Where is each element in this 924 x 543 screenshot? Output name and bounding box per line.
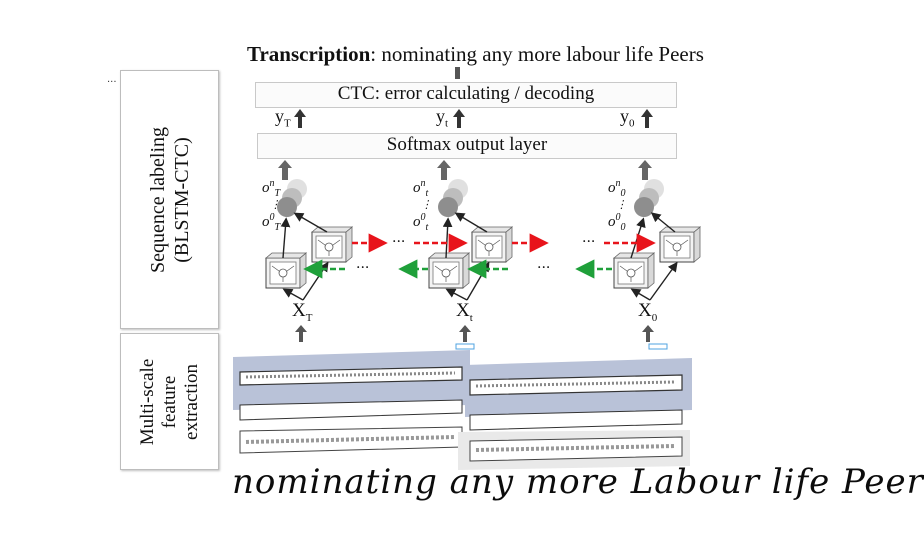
o-label-0-top-sup: n [615,178,621,189]
o-label-t-top-sub: t [425,188,429,199]
x-label-0-sub: 0 [651,311,658,324]
transcription-title-text: : nominating any more labour life Peers [370,42,704,66]
x-label-T-base: X [292,300,306,321]
ellipsis-1: ... [392,230,406,246]
forward-cell-T [311,226,353,263]
top-gray-arrow [455,67,460,79]
softmax-box: Softmax output layer [257,133,677,159]
corner-dots: ... [107,74,117,85]
o-label-T-bottom: o [262,214,270,230]
x-label-t-sub: t [469,311,473,324]
o-label-0-bottom: o [608,214,616,230]
x-label-t-base: X [456,300,470,321]
y-label-t-sub: t [445,117,449,130]
x-label-T-sub: T [305,311,313,324]
o-label-T-top: o [262,180,270,196]
o-label-T-bottom-sup: 0 [269,212,275,223]
y-label-T-sub: T [284,117,291,130]
o-label-0-bottom-sub: 0 [620,222,626,233]
o-label-t-bottom-sup: 0 [420,212,426,223]
sequence-labeling-box: Sequence labeling (BLSTM-CTC) [120,70,219,329]
output-nodes-t [438,179,468,217]
o-label-0-bottom-sup: 0 [615,212,621,223]
o-label-T-bottom-sub: T [274,222,281,233]
y-label-0-base: y [620,106,629,126]
x-label-T: XT [292,300,312,324]
scale-markers [455,343,668,350]
ctc-box: CTC: error calculating / decoding [255,82,677,108]
forward-cell-t [471,226,513,263]
transcription-title: Transcription: nominating any more labou… [247,42,704,67]
x-input-arrows [295,325,654,342]
y-label-T: yT [275,106,291,130]
o-label-T-top-sub: T [274,188,281,199]
x-label-0-base: X [638,300,652,321]
ellipsis-2: ... [356,256,370,272]
feature-panel-left [233,350,470,454]
o-label-t-top: o [413,180,421,196]
output-nodes-0 [634,179,664,217]
multiscale-box: Multi-scale feature extraction [120,333,219,470]
backward-cell-T [265,252,307,289]
ellipsis-4: ... [537,256,551,272]
y-label-0-sub: 0 [629,117,635,130]
o-label-0-top: o [608,180,616,196]
ellipsis-3: ... [582,230,596,246]
feature-panel-right [458,358,692,470]
o-label-t-bottom: o [413,214,421,230]
handwriting-sample: nominating any more Labour life Peers [232,462,924,502]
forward-cell-0 [659,226,701,263]
o-label-t-bottom-sub: t [425,222,429,233]
softmax-input-arrows [278,160,652,180]
y-arrows [294,109,653,128]
output-nodes-T [277,179,307,217]
o-labels-t: ont ⋮ o0t [413,178,432,233]
o-label-t-top-sup: n [420,178,426,189]
backward-cell-0 [613,252,655,289]
o-labels-0: on0 ⋮ o00 [608,178,627,233]
o-labels-T: onT ⋮ o0T [262,178,281,233]
x-label-t: Xt [456,300,473,324]
y-label-T-base: y [275,106,284,126]
o-label-T-top-sup: n [269,178,275,189]
x-label-0: X0 [638,300,657,324]
o-label-0-top-sub: 0 [620,188,626,199]
backward-cell-t [428,252,470,289]
transcription-title-bold: Transcription [247,42,371,66]
y-label-0: y0 [620,106,635,130]
y-label-t-base: y [436,106,445,126]
y-label-t: yt [436,106,448,130]
